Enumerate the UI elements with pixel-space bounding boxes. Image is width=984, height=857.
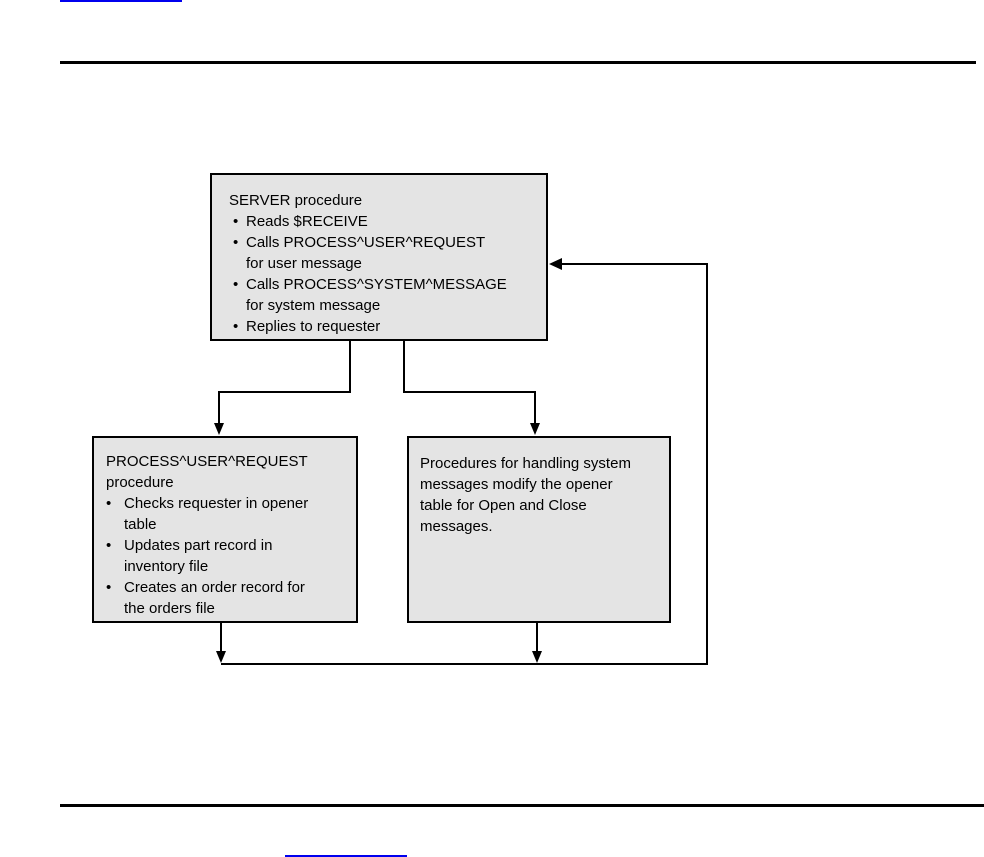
bullet-icon: • (106, 537, 112, 554)
system-message-box: Procedures for handling system messages … (407, 436, 671, 623)
bullet-icon: • (233, 234, 239, 251)
system-box-text: Procedures for handling system messages … (420, 455, 631, 535)
list-item: • Updates part record in inventory file (106, 535, 350, 577)
bullet-icon: • (106, 579, 112, 596)
server-box-title: SERVER procedure (229, 192, 363, 209)
server-box-list: • Reads $RECEIVE • Calls PROCESS^USER^RE… (229, 211, 538, 337)
list-item: • Replies to requester (233, 316, 538, 337)
list-item-text: Checks requester in opener table (124, 495, 309, 533)
list-item-text: Replies to requester (246, 318, 381, 335)
list-item: • Calls PROCESS^SYSTEM^MESSAGE for syste… (233, 274, 538, 316)
server-procedure-box: SERVER procedure • Reads $RECEIVE • Call… (210, 173, 548, 341)
bullet-icon: • (106, 495, 112, 512)
list-item-text: Updates part record in inventory file (124, 537, 273, 575)
bullet-icon: • (233, 213, 239, 230)
list-item-text: Creates an order record for the orders f… (124, 579, 305, 617)
bullet-icon: • (233, 276, 239, 293)
list-item: • Checks requester in opener table (106, 493, 350, 535)
user-box-list: • Checks requester in opener table • Upd… (106, 493, 350, 619)
user-box-title: PROCESS^USER^REQUEST procedure (106, 453, 308, 491)
arrowhead-down-right (530, 423, 540, 435)
list-item: • Calls PROCESS^USER^REQUEST for user me… (233, 232, 538, 274)
list-item: • Reads $RECEIVE (233, 211, 538, 232)
bottom-rule (60, 804, 984, 807)
arrowhead-left-into-server (549, 258, 562, 270)
bullet-icon: • (233, 318, 239, 335)
top-page-link-underline[interactable] (60, 0, 182, 2)
connector-server-to-system (403, 341, 536, 425)
process-user-request-box: PROCESS^USER^REQUEST procedure • Checks … (92, 436, 358, 623)
bottom-page-link-underline[interactable] (285, 855, 407, 857)
arrowhead-down-left (214, 423, 224, 435)
list-item-text: Calls PROCESS^SYSTEM^MESSAGE for system … (246, 276, 507, 314)
top-rule (60, 61, 976, 64)
connector-server-to-user (218, 341, 351, 425)
list-item: • Creates an order record for the orders… (106, 577, 350, 619)
list-item-text: Reads $RECEIVE (246, 213, 368, 230)
arrowhead-down-bus-left (216, 651, 226, 663)
list-item-text: Calls PROCESS^USER^REQUEST for user mess… (246, 234, 486, 272)
arrowhead-down-bus-right (532, 651, 542, 663)
